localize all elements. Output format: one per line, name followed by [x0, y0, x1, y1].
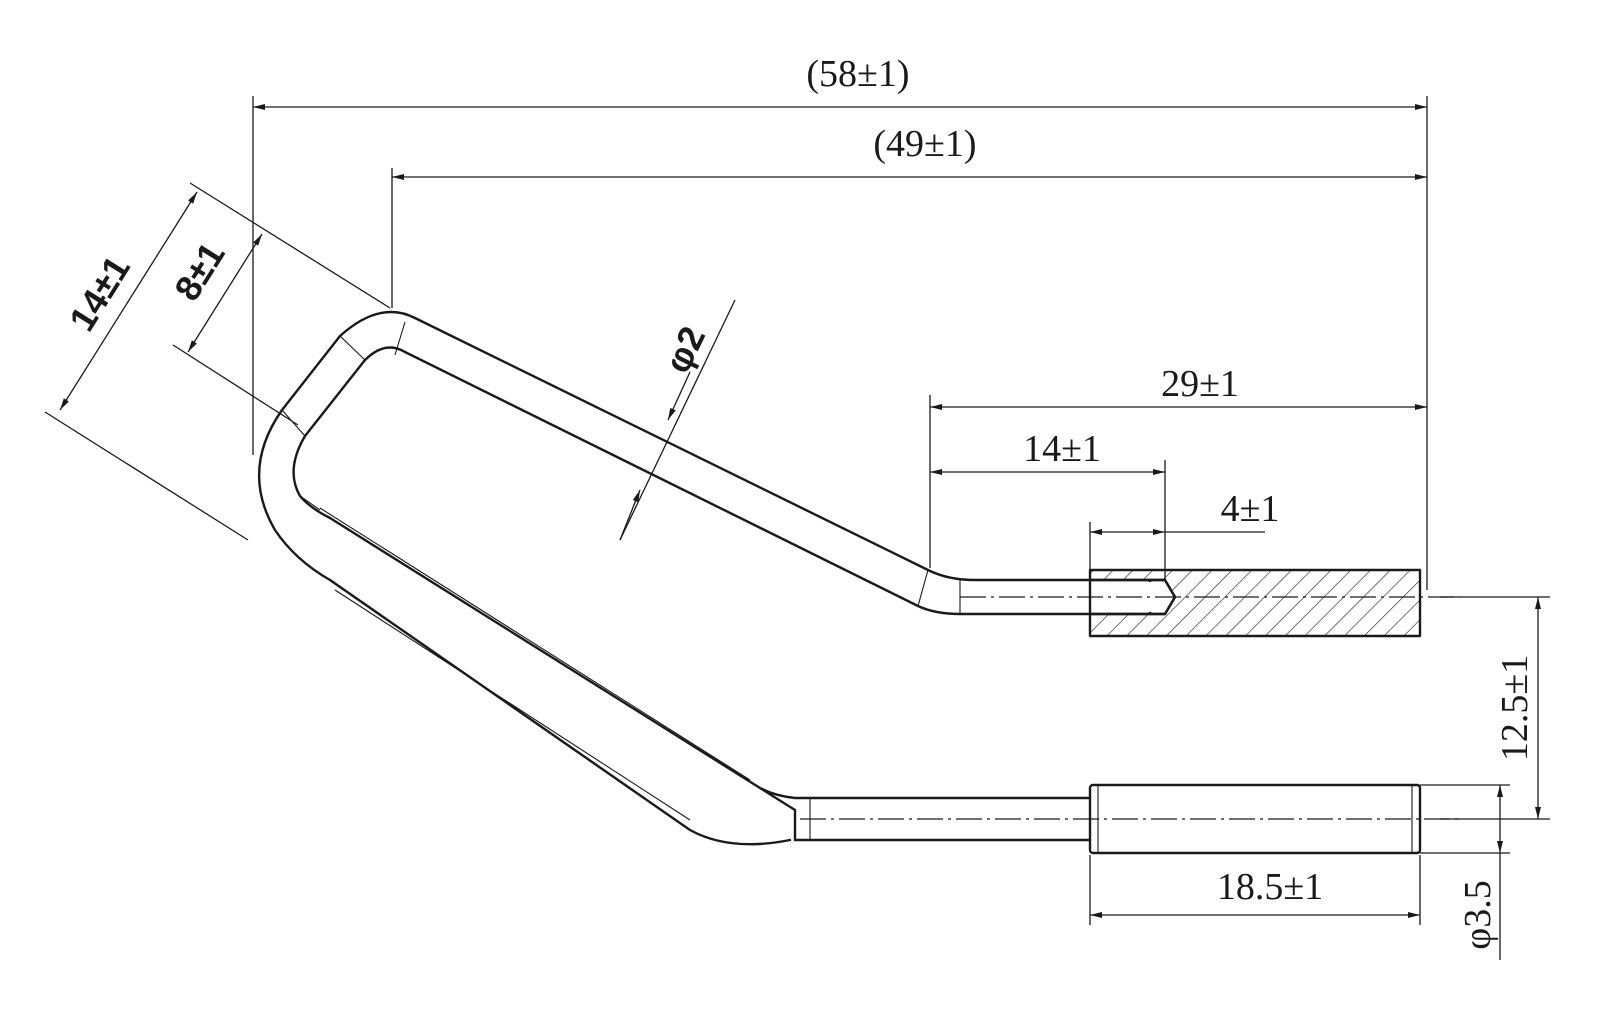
- ext-loop-bottom-outer: [44, 411, 249, 541]
- loop-segment-line-2: [339, 335, 366, 361]
- dim-loop-outer-width: [59, 191, 198, 411]
- label-insert-length: 14±1: [1023, 428, 1101, 470]
- upper-arm-inner-edge: [403, 350, 1152, 616]
- loop-segment-line-4: [299, 495, 321, 511]
- dim-wire-arrow-bottom: [619, 489, 641, 541]
- loop-segment-line-1: [394, 321, 406, 356]
- label-bore-depth: 4±1: [1221, 488, 1280, 530]
- label-sleeve-diameter: φ3.5: [1457, 880, 1499, 949]
- upper-bend-line-2: [917, 569, 929, 607]
- label-loop-outer-width: 14±1: [61, 249, 138, 338]
- label-inner-length: (49±1): [873, 123, 976, 165]
- ext-loop-top: [189, 182, 391, 309]
- dimension-lines: [44, 96, 1550, 960]
- wire-part: [258, 310, 1460, 855]
- lower-arm-inner-edge: [328, 516, 797, 800]
- hatched-insert: [1088, 568, 1422, 638]
- label-straight-length: 29±1: [1161, 363, 1239, 405]
- loop-outer-edge: [258, 310, 417, 582]
- loop-segment-line-3: [281, 409, 306, 437]
- dim-wire-arrow-top: [667, 371, 691, 421]
- label-sleeve-length: 18.5±1: [1217, 866, 1323, 908]
- ext-loop-bottom-inner: [172, 344, 299, 426]
- label-leg-offset: 12.5±1: [1494, 655, 1536, 761]
- lower-arm-outer-edge: [328, 578, 792, 846]
- insert-hatching: [1090, 570, 1420, 636]
- label-wire-diameter: φ2: [656, 320, 713, 379]
- lower-arm-taper: [758, 786, 797, 842]
- dimension-labels: (58±1) (49±1) 29±1 14±1 4±1 18.5±1 12.5±…: [61, 53, 1536, 950]
- loop-inner-edge: [292, 346, 407, 520]
- dim-loop-inner-width: [187, 233, 263, 353]
- lower-arm-tangent-lines: [319, 507, 751, 821]
- label-overall-length: (58±1): [806, 53, 909, 95]
